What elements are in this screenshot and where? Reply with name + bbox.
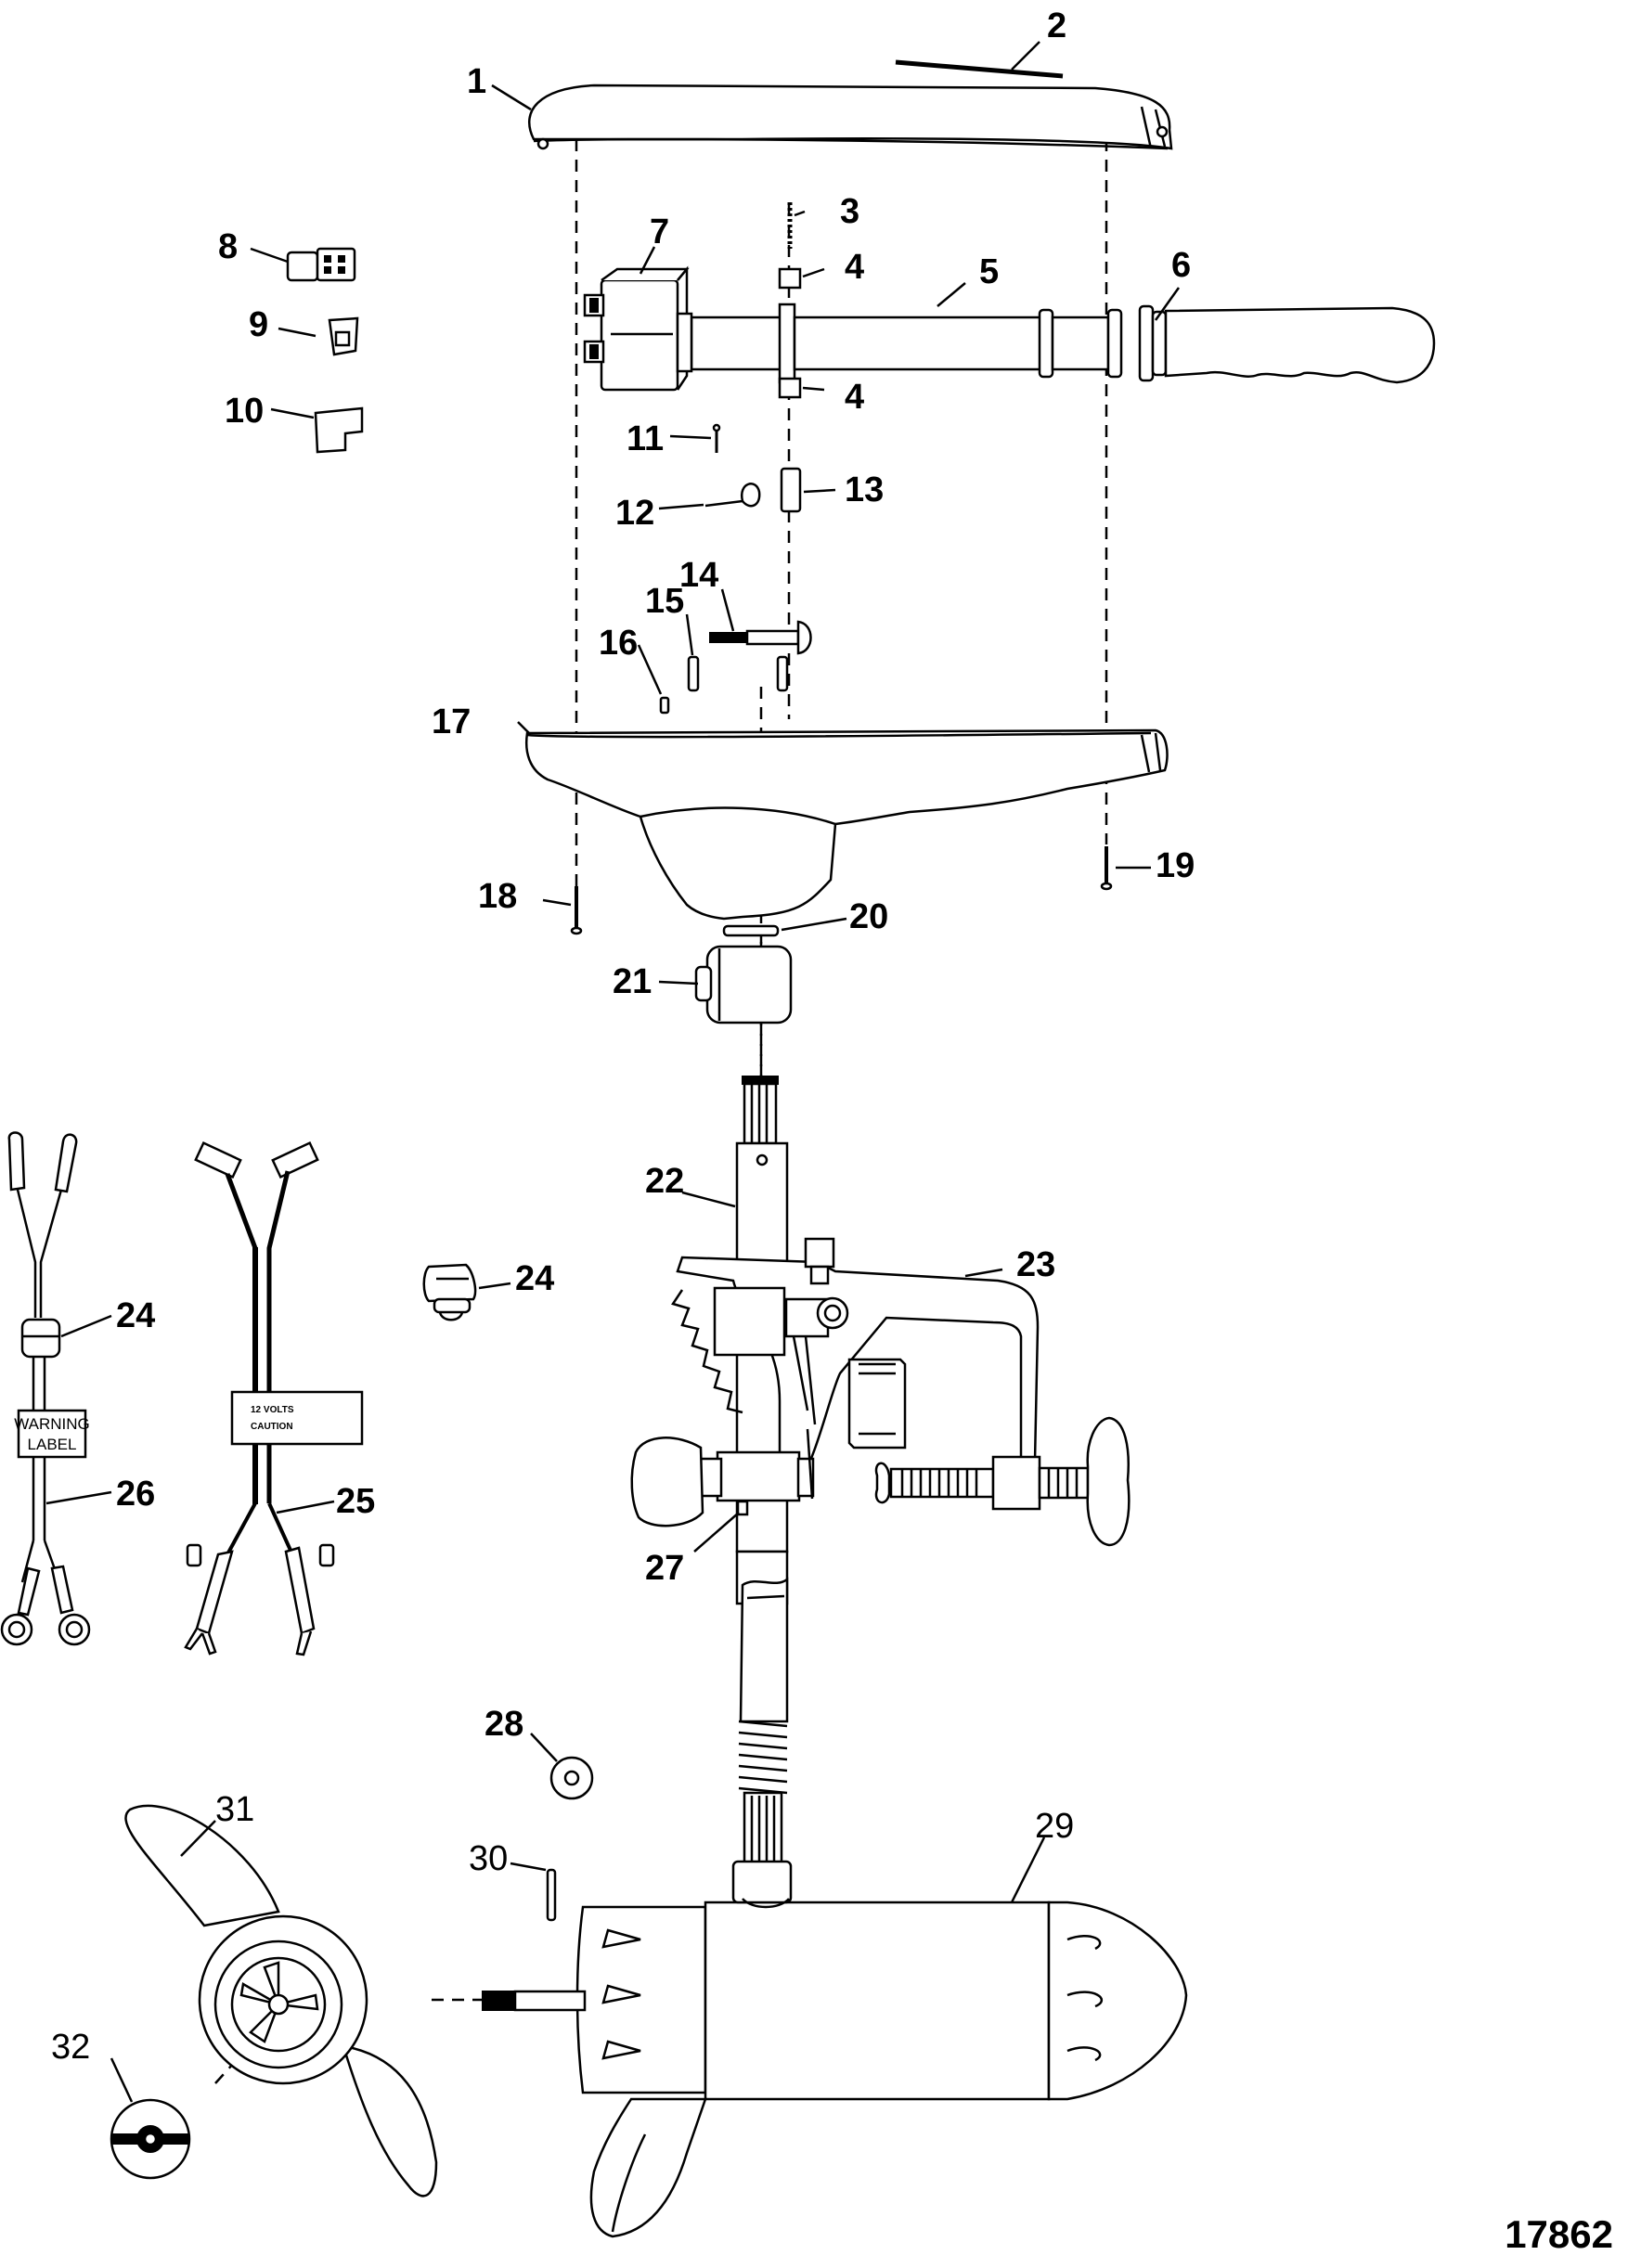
- part-18-screw: [570, 886, 583, 935]
- caution-label-line2: CAUTION: [251, 1422, 293, 1432]
- callout-10: 10: [225, 392, 264, 431]
- part-16-pin: [659, 696, 670, 715]
- callout-12: 12: [615, 494, 654, 533]
- callout-24-left: 24: [116, 1296, 155, 1335]
- callout-9: 9: [249, 305, 268, 344]
- callout-8: 8: [218, 227, 238, 266]
- callout-30: 30: [469, 1839, 508, 1878]
- warning-label-line2: LABEL: [28, 1436, 77, 1453]
- callout-11: 11: [627, 419, 664, 458]
- part-25-battery-leads: 12 VOLTS CAUTION: [184, 1140, 364, 1656]
- callout-20: 20: [849, 897, 888, 936]
- part-14-bolt: [709, 620, 812, 655]
- part-4-nut-upper: [778, 267, 802, 290]
- callout-31: 31: [215, 1790, 254, 1829]
- part-17-lower-housing: [525, 728, 1169, 921]
- callout-3: 3: [840, 192, 859, 231]
- part-32-prop-cap: [110, 2098, 191, 2180]
- part-6-handle-grip: [1106, 304, 1436, 384]
- callout-15: 15: [645, 582, 684, 621]
- callout-2: 2: [1047, 6, 1066, 45]
- caution-label-line1: 12 VOLTS: [251, 1405, 294, 1415]
- part-10-bracket: [314, 406, 364, 454]
- callout-23: 23: [1016, 1245, 1055, 1284]
- callout-27: 27: [645, 1549, 684, 1588]
- callout-29: 29: [1035, 1807, 1074, 1846]
- callout-14: 14: [679, 556, 718, 595]
- part-13-spacer: [780, 467, 802, 513]
- callout-26: 26: [116, 1475, 155, 1514]
- callout-32: 32: [51, 2028, 90, 2067]
- part-19-screw: [1100, 846, 1113, 891]
- part-1-top-cover: [528, 84, 1173, 150]
- part-27-set-screw: [736, 1500, 749, 1516]
- part-7-switch: [583, 265, 693, 392]
- part-26-battery-harness: WARNING LABEL: [0, 1131, 91, 1646]
- callout-7: 7: [650, 213, 669, 251]
- callout-24-right: 24: [515, 1259, 554, 1298]
- callout-numbers: 1 2 3 4 4 5 6 7 8 9 10 11 12 13 14 15 16…: [51, 6, 1195, 2067]
- callout-16: 16: [599, 624, 638, 663]
- part-23-clamp-bracket: [630, 1237, 1131, 1547]
- coiled-cable: [738, 1720, 788, 1869]
- callout-19: 19: [1156, 846, 1195, 885]
- callout-28: 28: [485, 1705, 523, 1744]
- callout-5: 5: [979, 252, 999, 291]
- part-24-strain-relief: [422, 1263, 477, 1321]
- callout-18: 18: [478, 877, 517, 916]
- part-31-propeller: [124, 1804, 438, 2197]
- callout-4-upper: 4: [845, 248, 864, 287]
- callout-1: 1: [467, 62, 486, 101]
- part-4-nut-lower: [778, 377, 802, 399]
- callout-17: 17: [432, 702, 471, 741]
- part-14-sleeve: [776, 655, 789, 692]
- part-15-washer: [687, 655, 700, 692]
- callout-4-lower: 4: [845, 378, 864, 417]
- part-2-decal: [895, 59, 1064, 79]
- callout-22: 22: [645, 1162, 684, 1201]
- part-21-collar: [694, 945, 793, 1024]
- part-9-clip: [328, 316, 359, 356]
- part-20-washer: [722, 924, 780, 937]
- part-8-connector: [286, 247, 356, 282]
- part-28-prop-nut: [549, 1756, 594, 1800]
- part-30-drive-pin: [546, 1868, 557, 1922]
- part-29-motor-housing: [575, 1860, 1188, 2238]
- part-12-cable-clip: [704, 483, 761, 508]
- part-5-tiller-arm: [690, 303, 1110, 384]
- warning-label-line1: WARNING: [14, 1415, 90, 1433]
- callout-leader-lines: [45, 41, 1181, 2103]
- callout-25: 25: [336, 1482, 375, 1521]
- figure-number: 17862: [1505, 2212, 1613, 2256]
- callout-6: 6: [1171, 246, 1191, 285]
- propeller-shaft: [482, 1990, 587, 2012]
- callout-21: 21: [613, 962, 652, 1001]
- callout-13: 13: [845, 470, 884, 509]
